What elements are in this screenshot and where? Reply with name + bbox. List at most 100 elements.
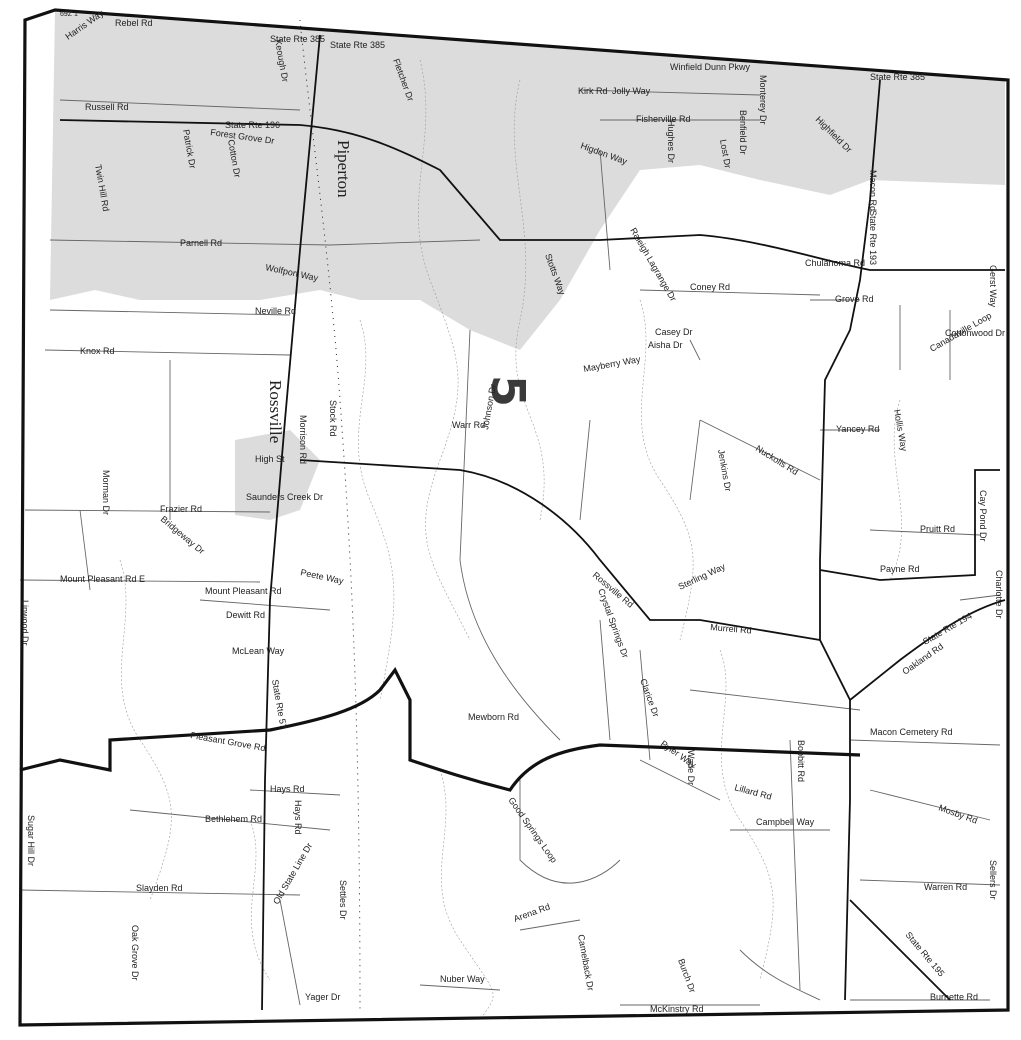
road xyxy=(129,809,331,831)
road-label: State Rte 193 xyxy=(868,210,878,265)
road xyxy=(519,780,621,884)
road-label: Rebel Rd xyxy=(115,18,153,28)
road-label: Hughes Dr xyxy=(666,120,676,163)
road-label: Hays Rd xyxy=(293,800,303,835)
stream xyxy=(418,59,471,641)
road xyxy=(199,599,331,611)
road-label: Aisha Dr xyxy=(648,340,683,350)
road-label: Russell Rd xyxy=(85,102,129,112)
road-label: Oakland Rd xyxy=(900,641,945,676)
stream xyxy=(639,299,694,641)
road-label: Settles Dr xyxy=(338,880,348,920)
town-label-piperton: Piperton xyxy=(334,140,353,198)
county-outline xyxy=(18,8,1010,1027)
road-label: Mosby Rd xyxy=(937,802,978,825)
road xyxy=(739,949,821,1001)
road-label: High St xyxy=(255,454,285,464)
road-label: Murrell Rd xyxy=(710,622,752,636)
road xyxy=(49,239,481,246)
road-label: Frazier Rd xyxy=(160,504,202,514)
road xyxy=(849,739,1001,746)
road xyxy=(44,349,291,356)
road-label: Lost Dr xyxy=(718,139,733,169)
road-label: Benfield Dr xyxy=(738,110,748,155)
road-label: Jenkins Dr xyxy=(716,449,733,493)
road xyxy=(689,339,701,361)
road-label: State Rte 196 xyxy=(225,120,280,130)
road xyxy=(789,739,801,991)
road-label: Warr Rd xyxy=(452,420,485,430)
road-label: Good Springs Loop xyxy=(506,795,559,864)
road xyxy=(579,419,591,521)
road-label: Camelback Dr xyxy=(576,934,596,992)
road-rossville-rd xyxy=(299,459,821,641)
road-label: Bridgeway Dr xyxy=(159,514,207,556)
road-label: Parnell Rd xyxy=(180,238,222,248)
road xyxy=(699,419,821,481)
highway-state-rte-193 xyxy=(819,79,881,1001)
road-label: Pruitt Rd xyxy=(920,524,955,534)
road-label: Charlotte Dr xyxy=(994,570,1004,619)
road-label: Dewitt Rd xyxy=(226,610,265,620)
stream xyxy=(358,319,395,701)
road xyxy=(459,329,561,741)
town-label-rossville: Rossville xyxy=(266,380,285,443)
road-label: Kirk Rd xyxy=(578,86,608,96)
road xyxy=(579,89,761,96)
road xyxy=(19,889,301,896)
road-label: Cay Pond Dr xyxy=(978,490,988,542)
road-label: Old State Line Dr xyxy=(271,841,314,906)
road xyxy=(869,529,981,536)
road-label: Bethlehem Rd xyxy=(205,814,262,824)
road-label: McLean Way xyxy=(232,646,285,656)
road-label: Arena Rd xyxy=(512,901,551,923)
road-label: Nuckolls Rd xyxy=(754,443,800,477)
road-label: Chulahoma Rd xyxy=(805,258,865,268)
road-label: Burch Dr xyxy=(676,957,698,994)
road xyxy=(599,619,611,741)
road-label: Lillard Rd xyxy=(733,782,772,802)
road-label: Coney Rd xyxy=(690,282,730,292)
road-label: Hollis Way xyxy=(892,409,909,453)
road-label: Wade Dr xyxy=(686,750,696,785)
road xyxy=(19,579,261,583)
district-boundary xyxy=(18,8,1010,1027)
district-inner-boundary xyxy=(19,666,861,792)
road xyxy=(639,759,721,801)
road xyxy=(639,289,821,296)
road-label: Saunders Creek Dr xyxy=(246,492,323,502)
road-label: Sellers Dr xyxy=(988,860,998,900)
road xyxy=(59,99,301,111)
road xyxy=(519,919,581,931)
road-label: Gerst Way xyxy=(988,265,998,308)
road-label: State Rte 385 xyxy=(870,72,925,82)
corner-label: 69Z 1 xyxy=(60,11,78,18)
road-label: Linwood Dr xyxy=(20,600,30,646)
road xyxy=(869,789,991,821)
road-label: Morman Dr xyxy=(101,470,111,515)
road xyxy=(24,509,271,513)
road xyxy=(689,419,701,501)
shaded-area-rossville xyxy=(235,430,320,520)
road xyxy=(279,899,301,1006)
road-label: Yager Dr xyxy=(305,992,340,1002)
road-label: Clarice Dr xyxy=(638,677,661,718)
road-oakland-rd xyxy=(849,599,1006,701)
road-label: Macon Rd xyxy=(868,170,878,211)
road-label: Winfield Dunn Pkwy xyxy=(670,62,751,72)
highway-state-rte-385 xyxy=(59,119,1005,271)
stream xyxy=(513,79,545,521)
road-label: Mewborn Rd xyxy=(468,712,519,722)
road-label: Peete Way xyxy=(300,567,345,586)
road-label: Grove Rd xyxy=(835,294,874,304)
road-label: Stock Rd xyxy=(328,400,338,437)
road-label: Mayberry Way xyxy=(583,354,642,374)
road xyxy=(959,594,1001,601)
shaded-area-north xyxy=(50,12,1005,350)
streams xyxy=(119,59,902,1021)
road-label: Neville Rd xyxy=(255,306,296,316)
road-label: Mount Pleasant Rd xyxy=(205,586,282,596)
road-label: Sterling Way xyxy=(677,561,728,592)
